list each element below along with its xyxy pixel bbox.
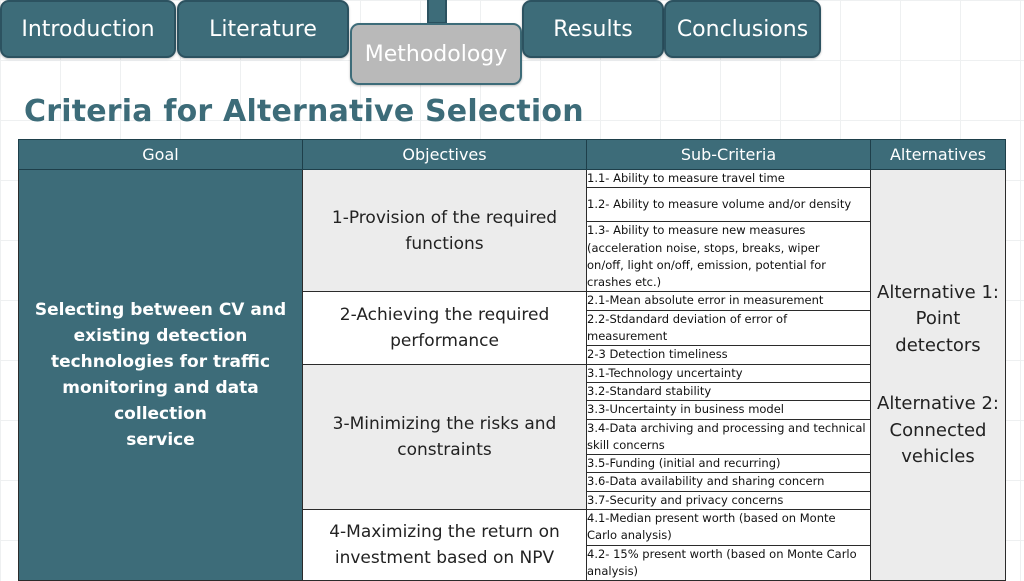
subcriterion-3-1: 3.1-Technology uncertainty [586, 363, 871, 383]
alternative-2-label: Alternative 2: [877, 393, 999, 415]
goal-line: existing detection [73, 326, 248, 347]
subcriterion-2-2: 2.2-Stdandard deviation of error of meas… [586, 309, 871, 347]
subcriterion-line: Carlo analysis) [587, 528, 672, 543]
table-row: 2.2-Stdandard deviation of error of meas… [19, 309, 1006, 347]
alternatives-spacer [871, 359, 1005, 391]
tab-conclusions[interactable]: Conclusions [664, 0, 821, 58]
alternative-2-line: Connected [889, 419, 987, 441]
table-row: 3.6-Data availability and sharing concer… [19, 472, 1006, 492]
subcriterion-2-1: 2.1-Mean absolute error in measurement [586, 291, 871, 311]
tab-literature[interactable]: Literature [177, 0, 349, 58]
subcriterion-1-2: 1.2- Ability to measure volume and/or de… [586, 187, 871, 223]
objective-4: 4-Maximizing the return on investment ba… [302, 509, 587, 581]
subcriterion-line: 4.2- 15% present worth (based on Monte C… [587, 546, 857, 561]
subcriterion-4-1: 4.1-Median present worth (based on Monte… [586, 509, 871, 546]
table-row: 3.7-Security and privacy concerns [19, 490, 1006, 511]
subcriterion-1-3: 1.3- Ability to measure new measures (ac… [586, 221, 871, 293]
alternative-1-line: Point [915, 308, 961, 330]
subcriterion-line: 3.3-Uncertainty in business model [587, 402, 785, 417]
subcriterion-3-5: 3.5-Funding (initial and recurring) [586, 454, 871, 474]
header-alternatives: Alternatives [870, 139, 1006, 170]
objective-3: 3-Minimizing the risks and constraints [302, 363, 587, 511]
table-row: Selecting between CV and existing detect… [18, 168, 1006, 581]
tab-label: Methodology [364, 41, 508, 67]
table-row: 3-Minimizing the risks and constraints 3… [19, 363, 1006, 511]
subcriterion-line: 1.3- Ability to measure new measures [587, 223, 806, 238]
subcriterion-3-4: 3.4-Data archiving and processing and te… [586, 418, 871, 456]
table-row: 2-Achieving the required performance 2.1… [19, 291, 1006, 365]
tab-results[interactable]: Results [522, 0, 664, 58]
tab-label: Literature [209, 16, 317, 42]
subcriterion-line: measurement [587, 329, 668, 344]
objective-line: constraints [397, 439, 492, 460]
objective-2: 2-Achieving the required performance [302, 291, 587, 365]
table-row: 3.3-Uncertainty in business model [19, 400, 1006, 420]
subcriterion-3-6: 3.6-Data availability and sharing concer… [586, 472, 871, 492]
table-row: 3.2-Standard stability [19, 381, 1006, 402]
subcriterion-line: 2-3 Detection timeliness [587, 347, 728, 362]
subcriterion-line: analysis) [587, 563, 639, 578]
subcriterion-3-2: 3.2-Standard stability [586, 381, 871, 402]
tab-label: Conclusions [676, 16, 809, 42]
tab-introduction[interactable]: Introduction [0, 0, 176, 58]
subcriterion-line: 3.1-Technology uncertainty [587, 365, 743, 380]
table-row: 3.5-Funding (initial and recurring) [19, 454, 1006, 474]
goal-line: service [126, 430, 195, 451]
subcriterion-line: crashes etc.) [587, 275, 662, 290]
subcriterion-line: 1.1- Ability to measure travel time [587, 171, 785, 185]
subcriterion-4-2: 4.2- 15% present worth (based on Monte C… [586, 544, 871, 581]
subcriterion-line: (acceleration noise, stops, breaks, wipe… [587, 240, 820, 255]
subcriterion-line: 3.6-Data availability and sharing concer… [587, 474, 825, 489]
goal-line: Selecting between CV and [34, 300, 287, 321]
table-row: 4-Maximizing the return on investment ba… [19, 509, 1006, 581]
subcriterion-2-3: 2-3 Detection timeliness [586, 345, 871, 365]
subcriterion-line: 4.1-Median present worth (based on Monte [587, 511, 836, 526]
objective-line: 1-Provision of the required [331, 207, 558, 228]
table-row: 2-3 Detection timeliness [19, 345, 1006, 365]
goal-line: technologies for traffic [50, 352, 271, 373]
alternatives-cell: Alternative 1: Point detectors Alternati… [870, 168, 1006, 581]
subcriterion-line: 3.5-Funding (initial and recurring) [587, 456, 781, 471]
subcriterion-line: 3.7-Security and privacy concerns [587, 492, 784, 507]
tab-connector [427, 0, 447, 24]
subcriterion-line: skill concerns [587, 437, 665, 452]
alternative-2-line: vehicles [901, 446, 975, 468]
objective-line: performance [390, 331, 499, 352]
subcriterion-line: 3.4-Data archiving and processing and te… [587, 420, 866, 435]
tab-methodology[interactable]: Methodology [350, 23, 522, 85]
subcriterion-line: 2.2-Stdandard deviation of error of [587, 311, 788, 326]
header-row: Goal Objectives Sub-Criteria Alternative… [18, 139, 1006, 170]
tab-label: Introduction [21, 16, 155, 42]
alternative-1-label: Alternative 1: [877, 281, 999, 303]
subcriterion-3-3: 3.3-Uncertainty in business model [586, 400, 871, 420]
objective-line: 4-Maximizing the return on [329, 522, 560, 543]
goal-line: monitoring and data collection [62, 378, 259, 425]
header-objectives: Objectives [302, 139, 587, 170]
table-row: 4.2- 15% present worth (based on Monte C… [19, 544, 1006, 581]
objective-line: investment based on NPV [334, 548, 555, 569]
subcriterion-3-7: 3.7-Security and privacy concerns [586, 490, 871, 511]
subcriterion-line: 2.1-Mean absolute error in measurement [587, 293, 824, 308]
subcriterion-1-1: 1.1- Ability to measure travel time [586, 168, 871, 189]
criteria-table: Goal Objectives Sub-Criteria Alternative… [18, 139, 1006, 581]
table-row: 1.2- Ability to measure volume and/or de… [19, 187, 1006, 223]
header-goal: Goal [18, 139, 303, 170]
subcriterion-line: 3.2-Standard stability [587, 383, 712, 398]
alternative-1-line: detectors [895, 334, 981, 356]
objective-1: 1-Provision of the required functions [302, 168, 587, 293]
page-title: Criteria for Alternative Selection [24, 94, 584, 129]
objective-line: 3-Minimizing the risks and [332, 413, 557, 434]
tab-label: Results [553, 16, 633, 42]
subcriterion-line: on/off, light on/off, emission, potentia… [587, 257, 826, 272]
table-row: 1.3- Ability to measure new measures (ac… [19, 221, 1006, 293]
objective-line: functions [405, 233, 484, 254]
goal-cell: Selecting between CV and existing detect… [18, 168, 303, 581]
subcriterion-line: 1.2- Ability to measure volume and/or de… [587, 197, 852, 212]
header-subcriteria: Sub-Criteria [586, 139, 871, 170]
table-row: 3.4-Data archiving and processing and te… [19, 418, 1006, 456]
objective-line: 2-Achieving the required [339, 305, 550, 326]
